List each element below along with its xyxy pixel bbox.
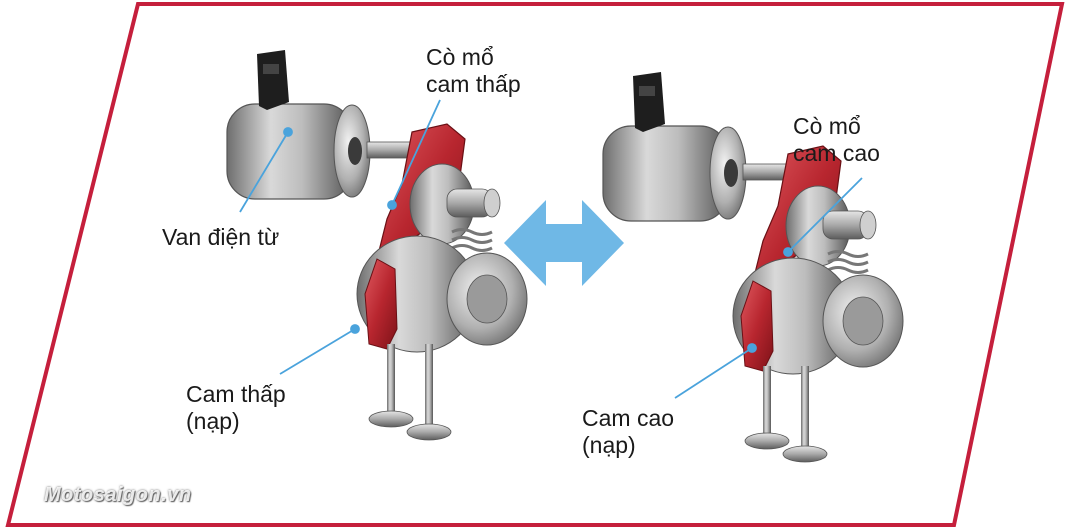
left-cam-label: Cam thấp (nạp) (186, 381, 286, 435)
right-rocker-line-2: cam cao (793, 140, 880, 166)
pointer-left-solenoid (239, 131, 289, 213)
pointer-dot (387, 200, 397, 210)
left-cam-line-1: Cam thấp (186, 381, 286, 407)
left-rocker-label: Cò mổ cam thấp (426, 44, 521, 98)
right-cam-label: Cam cao (nạp) (582, 405, 674, 459)
frame-border (5, 2, 1065, 527)
pointer-dot (350, 324, 360, 334)
left-solenoid-label: Van điện từ (162, 224, 280, 250)
left-rocker-line-1: Cò mổ (426, 44, 494, 70)
right-rocker-line-1: Cò mổ (793, 113, 861, 139)
site-watermark: Motosaigon.vn (44, 484, 192, 506)
right-rocker-label: Cò mổ cam cao (793, 113, 880, 167)
pointer-dot (783, 247, 793, 257)
left-rocker-line-2: cam thấp (426, 71, 521, 97)
left-cam-line-2: (nạp) (186, 408, 240, 434)
double-headed-arrow-icon (504, 200, 624, 286)
right-cam-line-1: Cam cao (582, 405, 675, 431)
right-cam-line-2: (nạp) (582, 432, 636, 458)
pointer-left-rocker (391, 99, 441, 206)
pointer-left-cam (279, 328, 356, 375)
pointer-dot (283, 127, 293, 137)
pointer-right-rocker (787, 177, 863, 253)
pointer-right-cam (674, 347, 753, 399)
pointer-dot (747, 343, 757, 353)
